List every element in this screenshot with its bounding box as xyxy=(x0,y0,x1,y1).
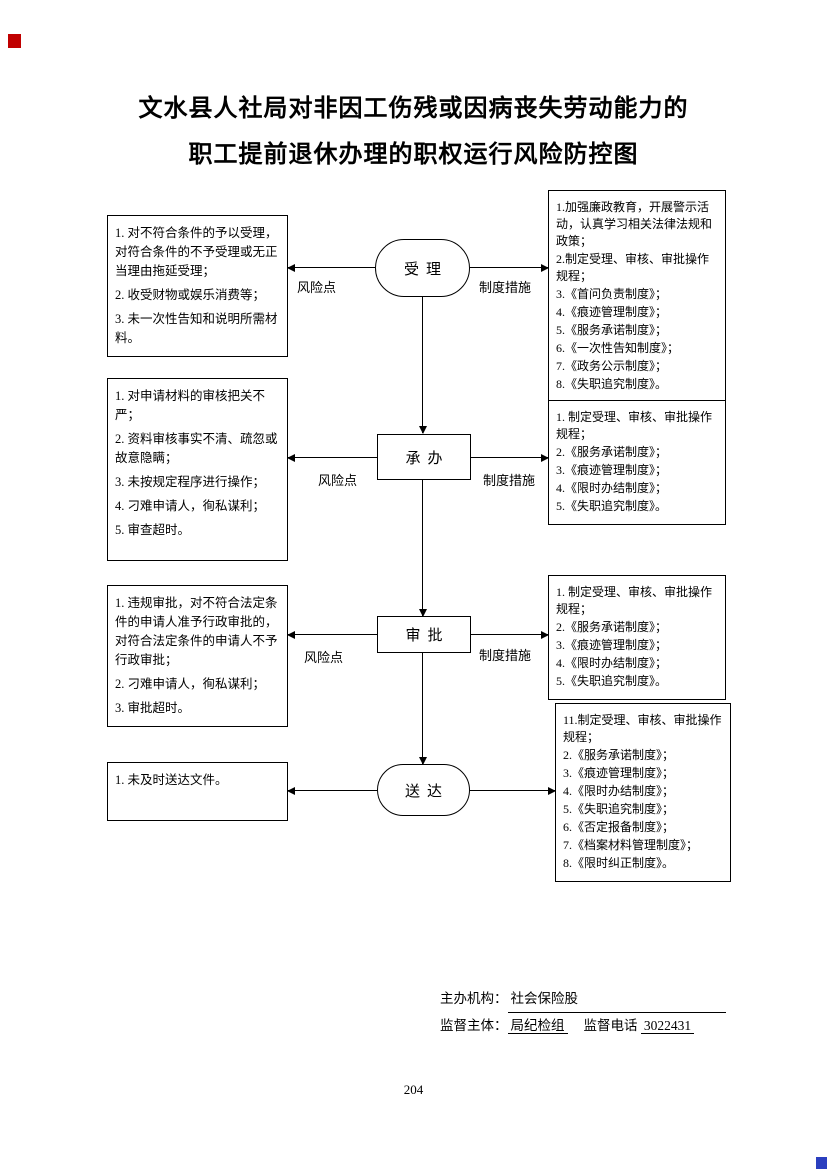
risk-point-label-approve: 风险点 xyxy=(304,650,344,665)
node-accept-label: 受理 xyxy=(403,261,448,278)
footer-organizer-line: 主办机构：社会保险股 xyxy=(440,986,726,1013)
text-line: 2.《服务承诺制度》； xyxy=(556,445,668,459)
scan-mark-red xyxy=(8,34,21,48)
risk-box-approve: 1. 违规审批，对不符合法定条件的申请人准予行政审批的，对符合法定条件的申请人不… xyxy=(107,585,288,727)
page-title: 文水县人社局对非因工伤残或因病丧失劳动能力的 职工提前退休办理的职权运行风险防控… xyxy=(0,86,827,178)
text-line: 3.《痕迹管理制度》； xyxy=(556,463,668,477)
node-accept: 受理 xyxy=(375,239,470,297)
arrow-accept-to-handle xyxy=(419,297,427,434)
node-handle: 承办 xyxy=(377,434,471,480)
text-line: 11.制定受理、审核、审批操作规程； xyxy=(563,713,722,744)
text-line: 2. 刁难申请人，徇私谋利； xyxy=(115,677,266,691)
text-line: 2.制定受理、审核、审批操作规程； xyxy=(556,252,710,283)
node-handle-label: 承办 xyxy=(405,450,450,467)
arrow-approve-to-deliver xyxy=(419,653,427,765)
text-line: 4.《限时办结制度》； xyxy=(556,481,668,495)
arrow-handle-to-measures xyxy=(471,454,549,462)
page-number: 204 xyxy=(403,1082,424,1097)
scan-mark-blue xyxy=(816,1157,827,1169)
text-line: 3. 审批超时。 xyxy=(115,701,191,715)
text-line: 3.《痕迹管理制度》； xyxy=(563,766,675,780)
risk-point-label-handle: 风险点 xyxy=(318,473,358,488)
supervisor-label: 监督主体： xyxy=(440,1018,508,1033)
text-line: 1. 未及时送达文件。 xyxy=(115,773,228,787)
text-line: 2. 收受财物或娱乐消费等； xyxy=(115,288,266,302)
measures-label-accept: 制度措施 xyxy=(479,280,532,295)
text-line: 3.《首问负责制度》； xyxy=(556,287,668,301)
text-line: 4.《限时办结制度》； xyxy=(556,656,668,670)
phone-value: 3022431 xyxy=(640,1018,695,1034)
arrow-handle-to-approve xyxy=(419,480,427,617)
arrow-deliver-to-risks xyxy=(287,787,377,795)
page-title-line2: 职工提前退休办理的职权运行风险防控图 xyxy=(188,141,639,168)
text-line: 1. 对申请材料的审核把关不严； xyxy=(115,389,266,422)
measure-box-handle: 1. 制定受理、审核、审批操作规程； 2.《服务承诺制度》； 3.《痕迹管理制度》；… xyxy=(548,400,726,525)
arrow-approve-to-risks xyxy=(287,631,377,639)
arrow-handle-to-risks xyxy=(287,454,377,462)
risk-box-accept: 1. 对不符合条件的予以受理，对符合条件的不予受理或无正当理由拖延受理； 2. 收… xyxy=(107,215,288,357)
organizer-value: 社会保险股 xyxy=(507,986,726,1013)
phone-label: 监督电话 xyxy=(583,1018,638,1033)
text-line: 1.加强廉政教育，开展警示活动，认真学习相关法律法规和政策； xyxy=(556,200,713,248)
measures-label-handle: 制度措施 xyxy=(483,473,536,488)
text-line: 1. 制定受理、审核、审批操作规程； xyxy=(556,585,713,616)
arrow-deliver-to-measures xyxy=(470,787,556,795)
text-line: 4.《限时办结制度》； xyxy=(563,784,675,798)
text-line: 2. 资料审核事实不清、疏忽或故意隐瞒； xyxy=(115,432,278,465)
page-title-line1: 文水县人社局对非因工伤残或因病丧失劳动能力的 xyxy=(138,95,689,122)
text-line: 5. 审查超时。 xyxy=(115,523,191,537)
arrow-accept-to-measures xyxy=(470,264,549,272)
node-deliver: 送达 xyxy=(377,764,470,816)
text-line: 7.《档案材料管理制度》； xyxy=(563,838,699,852)
text-line: 6.《一次性告知制度》； xyxy=(556,341,680,355)
footer-supervisor-line: 监督主体：局纪检组监督电话 3022431 xyxy=(440,1013,726,1039)
measures-label-approve: 制度措施 xyxy=(479,648,532,663)
text-line: 8.《限时纠正制度》。 xyxy=(563,856,675,870)
text-line: 3.《痕迹管理制度》； xyxy=(556,638,668,652)
node-approve-label: 审批 xyxy=(405,628,450,644)
arrow-approve-to-measures xyxy=(471,631,549,639)
text-line: 1. 违规审批，对不符合法定条件的申请人准予行政审批的，对符合法定条件的申请人不… xyxy=(115,596,278,667)
text-line: 4. 刁难申请人，徇私谋利； xyxy=(115,499,266,513)
measure-box-approve: 1. 制定受理、审核、审批操作规程； 2.《服务承诺制度》； 3.《痕迹管理制度》；… xyxy=(548,575,726,700)
risk-box-deliver: 1. 未及时送达文件。 xyxy=(107,762,288,821)
organizer-label: 主办机构： xyxy=(440,991,508,1006)
text-line: 4.《痕迹管理制度》； xyxy=(556,305,668,319)
text-line: 2.《服务承诺制度》； xyxy=(556,620,668,634)
text-line: 5.《失职追究制度》。 xyxy=(556,674,668,688)
footer-info: 主办机构：社会保险股 监督主体：局纪检组监督电话 3022431 xyxy=(440,986,726,1039)
text-line: 6.《否定报备制度》； xyxy=(563,820,675,834)
node-deliver-label: 送达 xyxy=(404,783,449,800)
text-line: 1. 制定受理、审核、审批操作规程； xyxy=(556,410,713,441)
measure-box-deliver: 11.制定受理、审核、审批操作规程； 2.《服务承诺制度》； 3.《痕迹管理制度》；… xyxy=(555,703,731,882)
risk-box-handle: 1. 对申请材料的审核把关不严； 2. 资料审核事实不清、疏忽或故意隐瞒； 3. 未… xyxy=(107,378,288,561)
text-line: 5.《失职追究制度》。 xyxy=(556,499,668,513)
text-line: 2.《服务承诺制度》； xyxy=(563,748,675,762)
supervisor-value: 局纪检组 xyxy=(507,1018,568,1034)
node-approve: 审批 xyxy=(377,616,471,653)
text-line: 3. 未一次性告知和说明所需材料。 xyxy=(115,312,278,345)
text-line: 1. 对不符合条件的予以受理，对符合条件的不予受理或无正当理由拖延受理； xyxy=(115,226,278,278)
text-line: 5.《失职追究制度》； xyxy=(563,802,675,816)
arrow-accept-to-risks xyxy=(287,264,375,272)
text-line: 5.《服务承诺制度》； xyxy=(556,323,668,337)
text-line: 3. 未按规定程序进行操作； xyxy=(115,475,266,489)
measure-box-accept: 1.加强廉政教育，开展警示活动，认真学习相关法律法规和政策； 2.制定受理、审核、… xyxy=(548,190,726,403)
risk-point-label-accept: 风险点 xyxy=(297,280,337,295)
text-line: 7.《政务公示制度》； xyxy=(556,359,668,373)
text-line: 8.《失职追究制度》。 xyxy=(556,377,668,391)
